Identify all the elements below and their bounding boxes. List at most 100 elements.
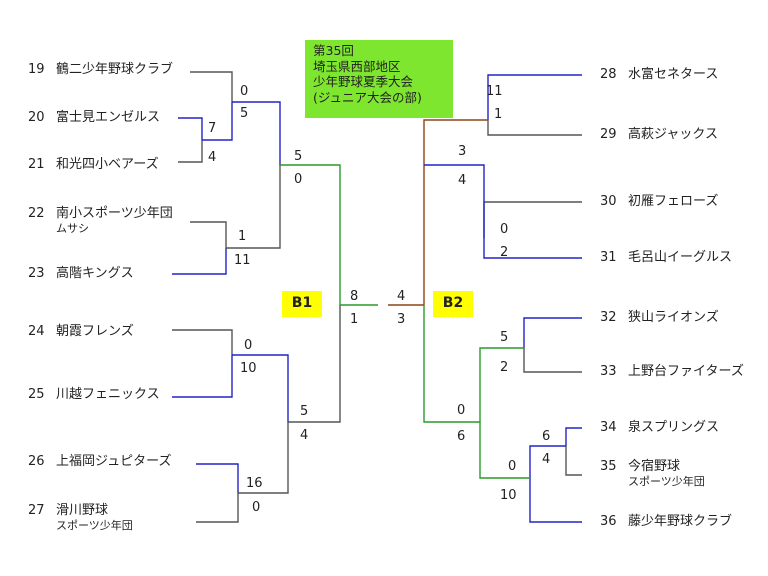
line-27 — [196, 493, 239, 523]
line-34-35 — [529, 445, 566, 478]
team-entry: 27 滑川野球スポーツ少年団 — [28, 503, 133, 533]
score: 6 — [542, 429, 551, 444]
line-36 — [529, 478, 582, 523]
line-23 — [172, 248, 227, 275]
score: 5 — [240, 106, 249, 121]
team-name: 川越フェニックス — [56, 387, 160, 402]
team-entry: 35 今宿野球スポーツ少年団 — [600, 459, 705, 489]
score: 1 — [350, 312, 359, 327]
team-name: 南小スポーツ少年団 — [56, 206, 173, 221]
score: 5 — [300, 404, 309, 419]
team-subname: スポーツ少年団 — [628, 475, 705, 488]
score: 4 — [300, 428, 309, 443]
tournament-title: 第35回 埼玉県西部地区 少年野球夏季大会 (ジュニア大会の部) — [305, 40, 453, 118]
score: 4 — [397, 289, 406, 304]
team-number: 22 — [28, 206, 45, 221]
team-number: 32 — [600, 310, 617, 325]
score: 5 — [294, 149, 303, 164]
team-name: 水富セネタース — [628, 67, 719, 82]
team-subname: スポーツ少年団 — [56, 519, 133, 532]
line-29 — [487, 120, 582, 136]
team-number: 20 — [28, 110, 45, 125]
score: 3 — [397, 312, 406, 327]
score: 0 — [457, 403, 466, 418]
line-qf-bottom — [288, 305, 341, 423]
team-name: 狭山ライオンズ — [628, 310, 719, 325]
title-line: 少年野球夏季大会 — [313, 74, 414, 89]
team-number: 21 — [28, 157, 45, 172]
team-number: 29 — [600, 127, 617, 142]
team-name: 藤少年野球クラブ — [628, 514, 733, 529]
score: 7 — [208, 121, 217, 136]
score: 6 — [457, 429, 466, 444]
team-name: 滑川野球 — [56, 503, 109, 518]
team-entry: 21 和光四小ベアーズ — [28, 157, 159, 173]
line-20 — [178, 117, 203, 140]
line-22 — [190, 221, 227, 248]
team-name: 泉スプリングス — [628, 420, 720, 435]
team-number: 35 — [600, 459, 617, 474]
line-r2-top — [232, 101, 281, 165]
line-24 — [172, 329, 233, 355]
team-number: 30 — [600, 194, 617, 209]
line-35 — [565, 446, 582, 476]
team-entry: 30 初雁フェローズ — [600, 194, 718, 210]
title-line: (ジュニア大会の部) — [313, 89, 422, 105]
line-28-29 — [423, 119, 488, 305]
team-entry: 20 富士見エンゼルス — [28, 110, 160, 126]
line-19 — [190, 71, 233, 102]
score: 10 — [240, 361, 257, 376]
team-entry: 28 水富セネタース — [600, 67, 718, 83]
team-entry: 31 毛呂山イーグルス — [600, 250, 732, 266]
score: 0 — [240, 84, 249, 99]
team-name: 毛呂山イーグルス — [628, 250, 733, 265]
team-number: 23 — [28, 266, 45, 281]
score: 0 — [500, 222, 509, 237]
team-name: 高萩ジャックス — [628, 127, 718, 142]
block-label-b2: B2 — [433, 291, 473, 317]
team-name: 今宿野球 — [628, 459, 681, 474]
team-number: 28 — [600, 67, 617, 82]
team-number: 36 — [600, 514, 617, 529]
line-20-21-winner — [202, 102, 233, 141]
line-28 — [487, 74, 582, 120]
line-30 — [483, 201, 582, 238]
score: 1 — [494, 107, 503, 122]
block-label-b1: B1 — [282, 291, 322, 317]
line-33 — [523, 348, 582, 373]
line-21 — [178, 140, 203, 163]
team-number: 24 — [28, 324, 45, 339]
line-26 — [196, 463, 239, 493]
score: 11 — [234, 253, 251, 268]
team-entry: 23 高階キングス — [28, 266, 134, 282]
team-name: 上野台ファイターズ — [628, 364, 744, 379]
line-26-27 — [238, 422, 289, 494]
team-number: 27 — [28, 503, 45, 518]
team-name: 和光四小ベアーズ — [56, 157, 159, 172]
team-entry: 34 泉スプリングス — [600, 420, 719, 436]
team-name: 初雁フェローズ — [628, 194, 719, 209]
team-number: 31 — [600, 250, 617, 265]
title-line: 第35回 — [313, 43, 354, 58]
score: 11 — [486, 84, 503, 99]
team-number: 34 — [600, 420, 617, 435]
team-number: 19 — [28, 62, 45, 77]
score: 0 — [508, 459, 517, 474]
score: 1 — [238, 229, 247, 244]
line-25 — [172, 355, 233, 398]
team-name: 鶴二少年野球クラブ — [56, 62, 174, 77]
team-entry: 32 狭山ライオンズ — [600, 310, 719, 326]
line-24-25 — [232, 354, 289, 422]
line-22-23 — [226, 165, 281, 249]
line-30-31 — [424, 164, 485, 238]
team-name: 高階キングス — [56, 266, 134, 281]
score: 0 — [244, 338, 253, 353]
team-name: 富士見エンゼルス — [56, 110, 161, 125]
team-entry: 29 高萩ジャックス — [600, 127, 718, 143]
